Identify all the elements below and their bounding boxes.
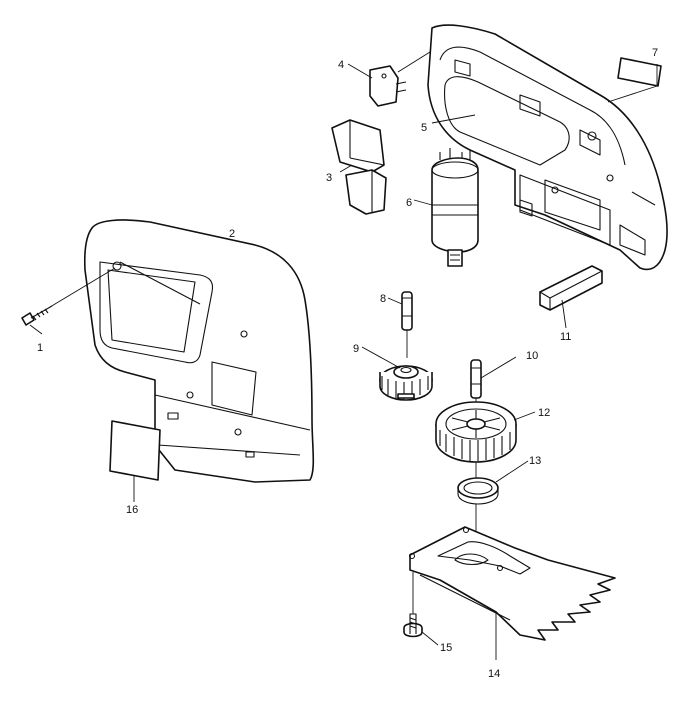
callout-7: 7 (652, 47, 658, 59)
pin-8 (401, 291, 413, 331)
callout-9: 9 (353, 343, 359, 355)
callout-10: 10 (526, 350, 538, 362)
label-16 (109, 420, 161, 481)
ring-13 (457, 477, 499, 505)
housing-left (83, 219, 315, 483)
blade-14 (408, 526, 616, 641)
motor-6 (431, 148, 479, 267)
label-7 (617, 57, 662, 87)
callout-12: 12 (538, 407, 550, 419)
callout-15: 15 (440, 642, 452, 654)
callout-16: 16 (126, 504, 138, 516)
block-11 (539, 265, 603, 311)
pin-10 (470, 359, 482, 399)
callout-2: 2 (229, 228, 235, 240)
housing-right (427, 24, 668, 271)
screw-15 (403, 613, 423, 638)
callout-1: 1 (37, 342, 43, 354)
terminal-4 (369, 65, 407, 107)
callout-14: 14 (488, 668, 500, 680)
callout-4: 4 (338, 59, 344, 71)
callout-13: 13 (529, 455, 541, 467)
screw-1 (21, 305, 53, 326)
gear-12 (435, 401, 517, 463)
callout-11: 11 (560, 331, 571, 343)
switch-3 (331, 119, 387, 215)
callout-5: 5 (421, 122, 427, 134)
gear-9 (379, 365, 433, 401)
callout-6: 6 (406, 197, 412, 209)
callout-8: 8 (380, 293, 386, 305)
callout-3: 3 (326, 172, 332, 184)
